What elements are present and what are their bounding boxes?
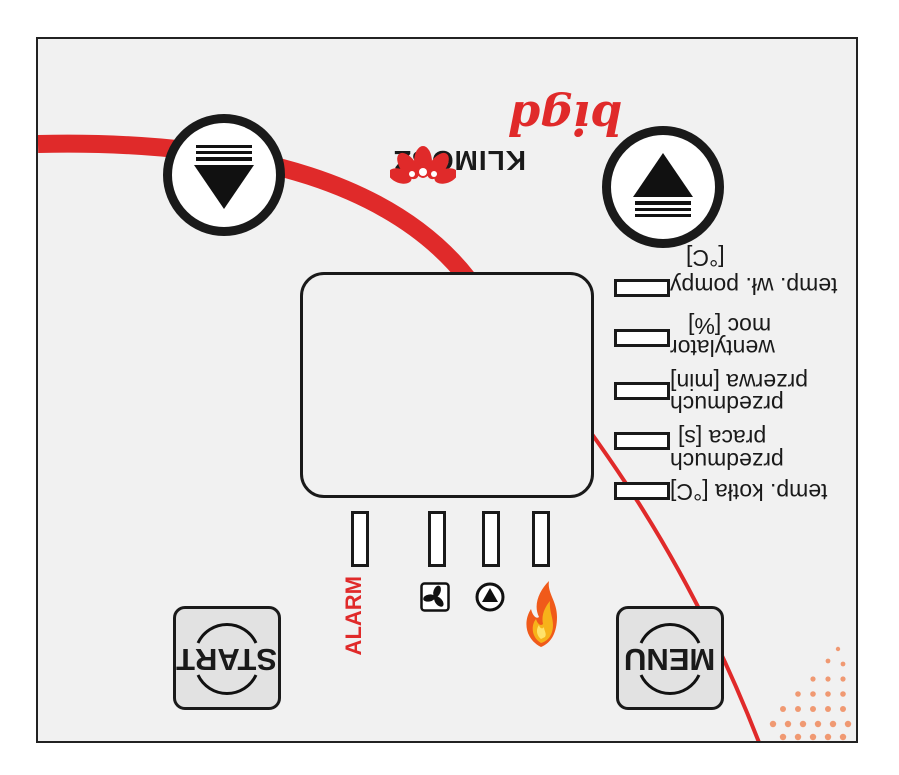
menu-button[interactable]: MENU <box>616 606 724 710</box>
control-panel: bigd KLIMOSZ temp. wł. pompy [°C <box>36 37 858 743</box>
label-pump-temp: temp. wł. pompy <box>670 273 838 299</box>
label-purge-work-unit: praca [s] <box>678 425 767 451</box>
label-purge-pause: przedmuch <box>670 391 784 417</box>
lcd-display <box>300 272 594 498</box>
label-purge-pause-unit: przerwa [min] <box>670 369 809 395</box>
led-purge-pause <box>614 382 670 400</box>
menu-ring-icon <box>639 623 701 695</box>
led-boiler-temp <box>614 482 670 500</box>
arrow-down-icon <box>194 145 254 209</box>
label-fan: wentylator <box>670 335 775 361</box>
flower-logo-icon <box>390 146 456 184</box>
led-purge-work <box>614 432 670 450</box>
menu-label: MENU <box>624 642 716 677</box>
model-logo: bigd <box>508 91 622 145</box>
label-purge-work: przedmuch <box>670 448 784 474</box>
pump-icon <box>475 582 505 612</box>
fan-icon <box>420 582 450 612</box>
flame-icon <box>526 581 557 647</box>
alarm-label: ALARM <box>341 576 366 656</box>
label-fan-unit: moc [%] <box>688 313 772 339</box>
start-label: START <box>176 642 278 677</box>
start-ring-icon <box>196 623 258 695</box>
led-alarm <box>351 511 369 567</box>
label-pump-temp-unit: [°C] <box>686 245 725 271</box>
label-boiler-temp: temp. kotła [°C] <box>670 479 828 505</box>
start-button[interactable]: START <box>173 606 281 710</box>
led-flame <box>532 511 550 567</box>
led-fan-power <box>614 329 670 347</box>
led-fan <box>428 511 446 567</box>
led-pump <box>482 511 500 567</box>
up-button[interactable] <box>602 126 724 248</box>
led-pump-temp <box>614 279 670 297</box>
down-button[interactable] <box>163 114 285 236</box>
arrow-up-icon <box>633 153 693 217</box>
